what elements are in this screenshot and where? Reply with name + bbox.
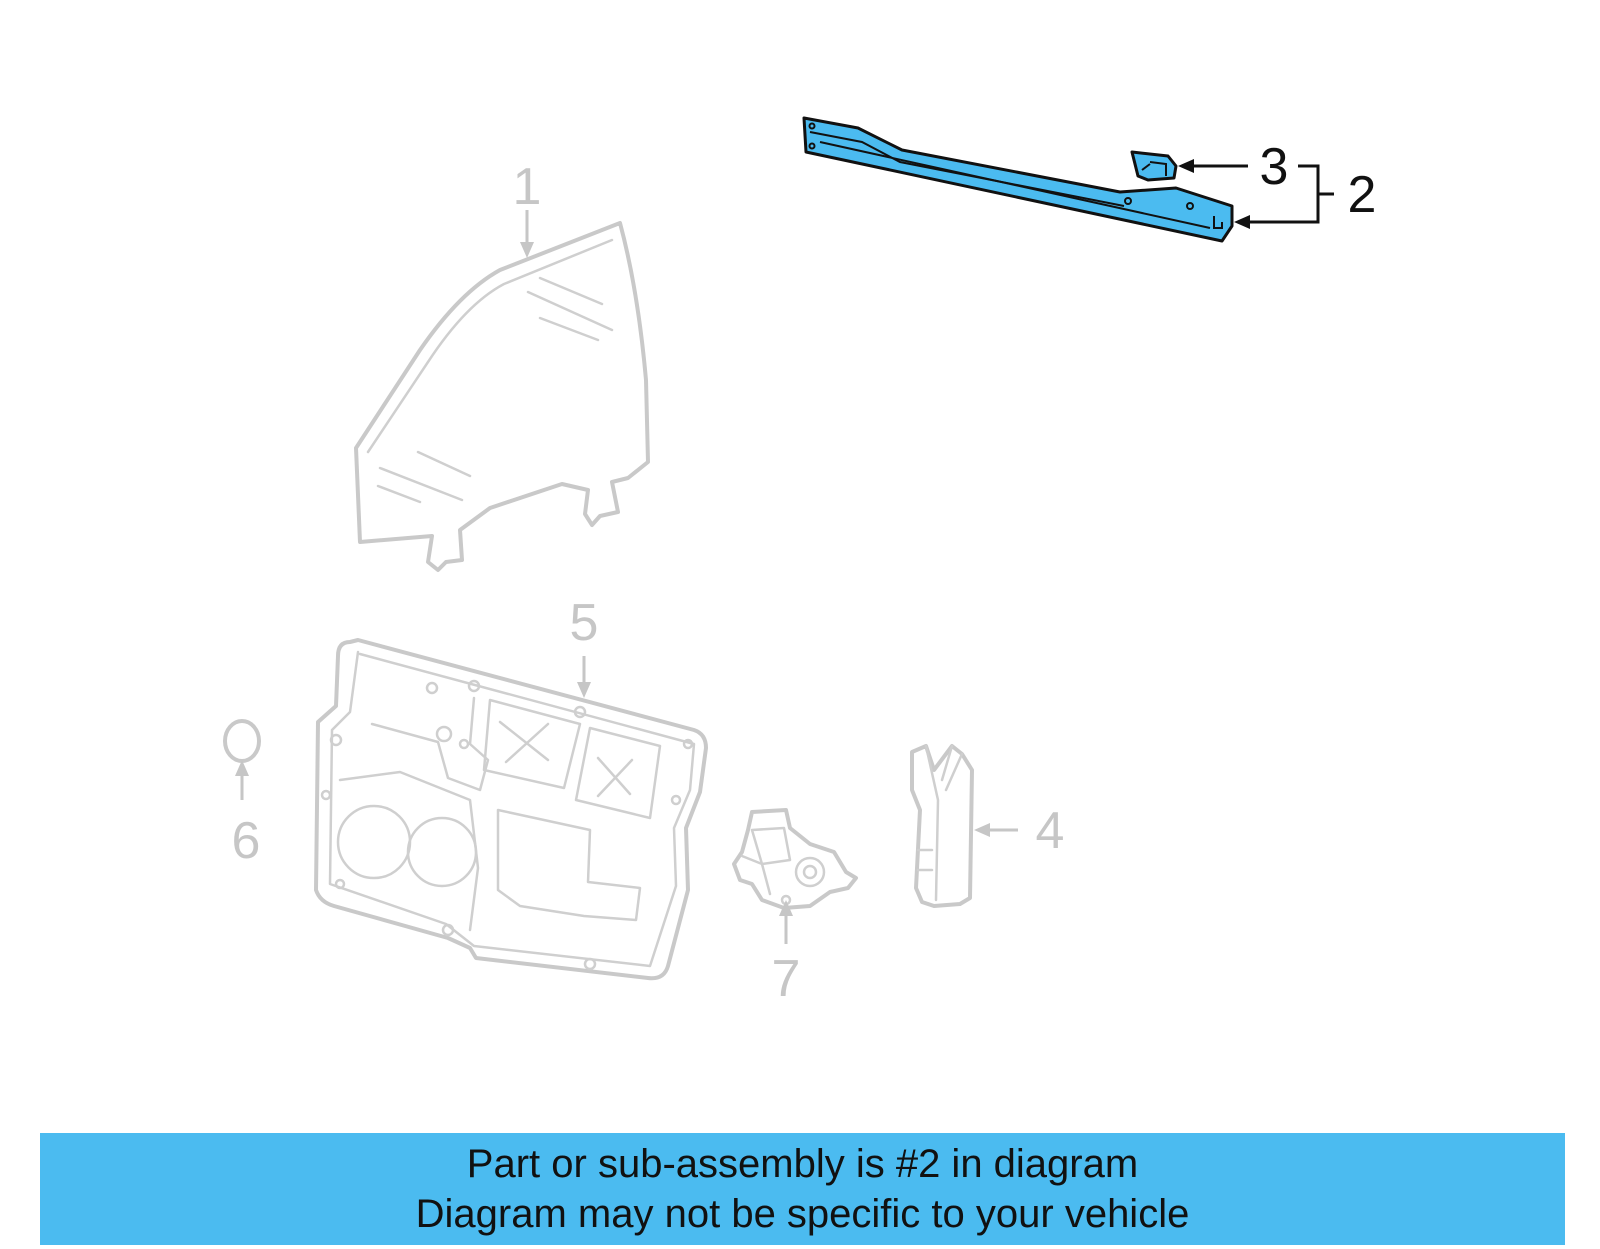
part-5-door-panel	[314, 638, 708, 981]
callout-1: 1	[513, 158, 542, 216]
callout-7: 7	[772, 950, 801, 1008]
part-3-clip	[1130, 150, 1178, 182]
part-4-channel	[910, 744, 974, 908]
banner-line-2: Diagram may not be specific to your vehi…	[415, 1192, 1190, 1236]
leader-lines-black	[1178, 159, 1334, 229]
part-1-door-glass	[354, 221, 650, 572]
callout-3: 3	[1260, 138, 1289, 196]
info-banner: Part or sub-assembly is #2 in diagram Di…	[40, 1133, 1565, 1245]
callout-6: 6	[232, 812, 261, 870]
leader-lines-grey	[235, 210, 1018, 944]
part-7-window-motor	[732, 808, 858, 910]
banner-line-1: Part or sub-assembly is #2 in diagram	[466, 1142, 1139, 1186]
part-6-plug	[223, 719, 261, 763]
callout-5: 5	[570, 594, 599, 652]
part-2-bar	[802, 116, 1234, 243]
callout-4: 4	[1036, 802, 1065, 860]
callout-2: 2	[1348, 166, 1377, 224]
